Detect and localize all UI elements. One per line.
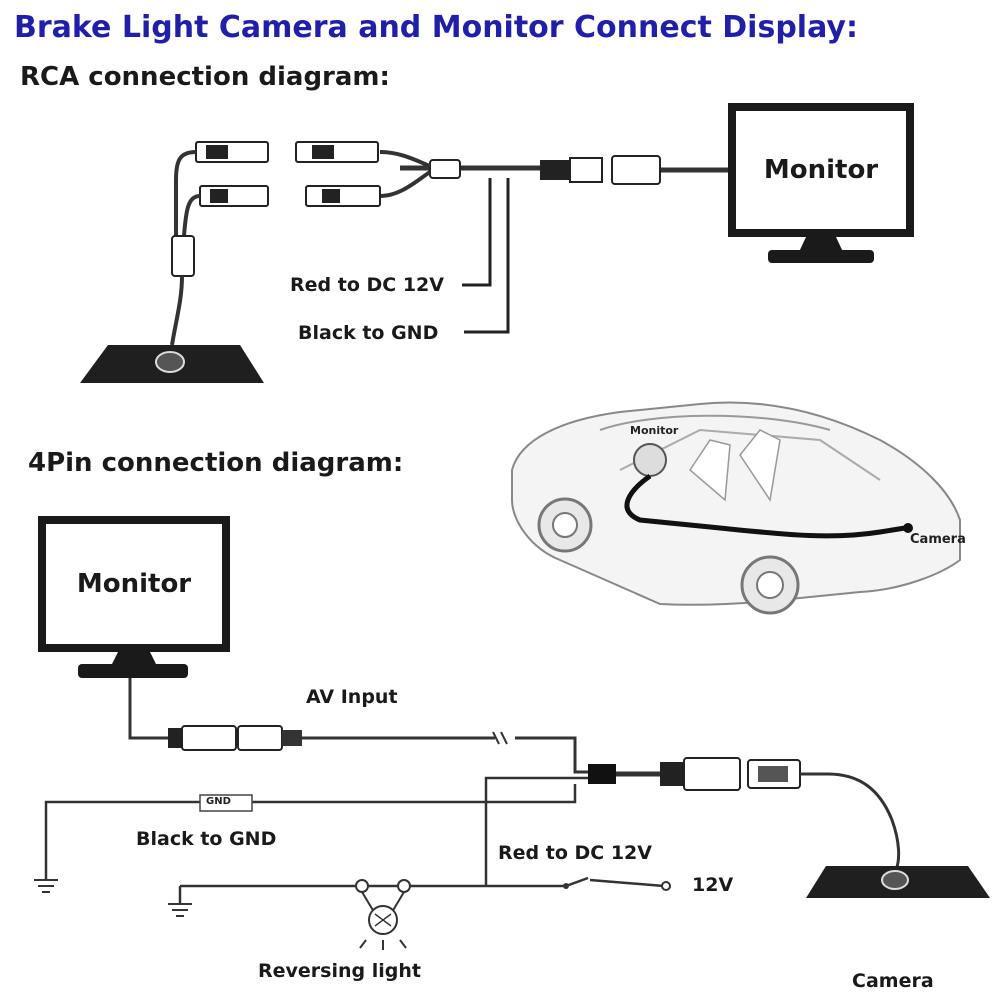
pin4-connector-a bbox=[660, 762, 684, 786]
pin4-ground-symbol-bottom bbox=[168, 903, 192, 917]
pin4-12v-terminal bbox=[661, 881, 671, 891]
rca-black-wire bbox=[464, 178, 510, 334]
car-seats bbox=[689, 429, 781, 502]
pin4-camera-lens bbox=[881, 870, 909, 890]
page-title: Brake Light Camera and Monitor Connect D… bbox=[14, 10, 858, 45]
car-camera-label: Camera bbox=[910, 532, 966, 547]
rca-red-label: Red to DC 12V bbox=[290, 274, 444, 296]
rca-split-upper bbox=[379, 150, 431, 168]
car-camera-icon bbox=[903, 523, 913, 533]
pin4-bulb-rays bbox=[359, 939, 407, 950]
pin4-switch bbox=[565, 876, 589, 888]
rca-left-cable-upper bbox=[174, 150, 197, 236]
rca-connector-c bbox=[611, 155, 661, 185]
rca-monitor-base bbox=[768, 250, 874, 263]
pin4-camera-label: Camera bbox=[852, 970, 934, 992]
pin4-av-cable bbox=[128, 678, 588, 774]
rca-left-cable-lower bbox=[182, 194, 201, 237]
pin4-heading: 4Pin connection diagram: bbox=[28, 448, 404, 478]
pin4-reversing-label: Reversing light bbox=[258, 960, 421, 982]
rca-connector-a bbox=[540, 160, 570, 180]
car-monitor-label: Monitor bbox=[630, 424, 679, 437]
pin4-av-plug-d bbox=[282, 730, 302, 746]
pin4-bulb-leads bbox=[361, 891, 405, 913]
rca-black-label: Black to GND bbox=[298, 322, 439, 344]
rca-connector-b bbox=[569, 157, 603, 183]
car-body-outline bbox=[511, 401, 961, 606]
pin4-monitor-screen: Monitor bbox=[38, 516, 230, 652]
rca-splitter bbox=[429, 159, 461, 179]
pin4-connector-b bbox=[683, 757, 741, 791]
pin4-red-wire bbox=[484, 776, 588, 886]
pin4-av-plug-c bbox=[237, 725, 283, 751]
pin4-av-label: AV Input bbox=[306, 686, 398, 708]
pin4-bulb-terminal-left bbox=[355, 879, 369, 893]
rca-monitor-screen: Monitor bbox=[728, 103, 914, 237]
pin4-gnd-tag-label: GND bbox=[206, 796, 231, 807]
pin4-camera-cable bbox=[800, 772, 901, 871]
pin4-monitor-base bbox=[78, 664, 188, 678]
pin4-monitor-stand bbox=[111, 652, 157, 666]
pin4-12v-label: 12V bbox=[692, 874, 734, 896]
pin4-av-break bbox=[492, 731, 508, 745]
rca-main-cable bbox=[400, 165, 728, 173]
pin4-bulb-terminal-right bbox=[397, 879, 411, 893]
pin4-junction bbox=[588, 764, 616, 784]
pin4-black-label: Black to GND bbox=[136, 828, 277, 850]
rca-heading: RCA connection diagram: bbox=[20, 62, 390, 92]
pin4-red-label: Red to DC 12V bbox=[498, 842, 652, 864]
pin4-gnd-wire bbox=[44, 784, 577, 880]
pin4-gnd-tag bbox=[199, 794, 253, 812]
car-cable-route bbox=[624, 473, 906, 539]
car-roof-line bbox=[599, 414, 831, 431]
pin4-av-plug-a bbox=[168, 728, 182, 748]
pin4-ground-symbol-left bbox=[34, 879, 58, 893]
pin4-switch-contact bbox=[563, 883, 569, 889]
pin4-bottom-line bbox=[178, 878, 665, 904]
rca-red-wire bbox=[462, 178, 492, 287]
rca-monitor-stand bbox=[799, 237, 843, 252]
rca-left-cable-down bbox=[170, 275, 184, 346]
rca-camera-lens bbox=[155, 351, 185, 373]
rca-split-lower bbox=[379, 170, 432, 198]
pin4-av-plug-b bbox=[181, 725, 237, 751]
